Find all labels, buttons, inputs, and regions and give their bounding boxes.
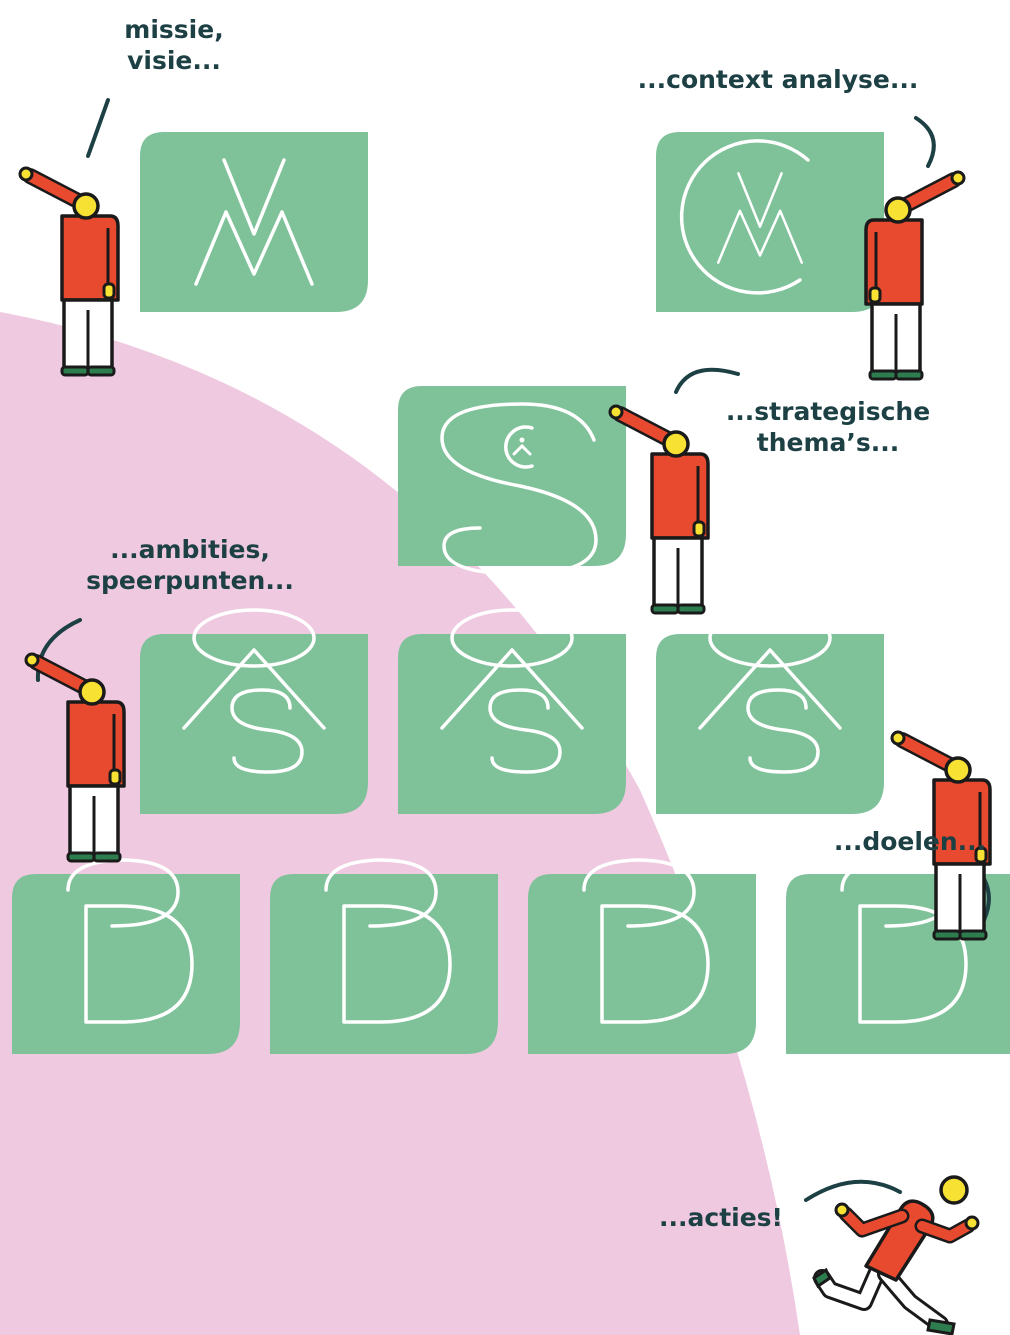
label-missie-visie: missie, visie...: [88, 14, 260, 76]
s-monogram-icon: [440, 402, 598, 576]
tile-doelen-3: [528, 858, 756, 1054]
label-line: speerpunten...: [86, 566, 294, 595]
speech-arc-strategisch: [674, 367, 740, 394]
label-strategische-themas: ...strategische thema’s...: [708, 396, 948, 458]
tile-ambities-3: [656, 608, 884, 814]
tile-ambities-1: [140, 608, 368, 814]
speech-arc-context: [914, 116, 936, 168]
speech-arc-acties: [804, 1179, 902, 1202]
tile-doelen-2: [270, 858, 498, 1054]
label-acties: ...acties!: [636, 1202, 806, 1233]
label-line: ...doelen...: [833, 827, 987, 856]
label-line: ...context analyse...: [637, 65, 919, 94]
speech-arc-missie: [86, 98, 110, 158]
label-line: visie...: [127, 46, 221, 75]
label-line: ...strategische: [725, 397, 931, 426]
label-line: thema’s...: [756, 428, 900, 457]
label-doelen: ...doelen...: [820, 826, 1000, 857]
label-line: ...acties!: [659, 1203, 783, 1232]
tile-doelen-1: [12, 858, 240, 1054]
label-context-analyse: ...context analyse...: [608, 64, 948, 95]
label-line: ...ambities,: [110, 535, 270, 564]
label-ambities-speerpunten: ...ambities, speerpunten...: [62, 534, 318, 596]
tile-strategische-themas: [398, 386, 626, 576]
running-figure-icon: [812, 1175, 980, 1335]
label-line: missie,: [124, 15, 224, 44]
tile-ambities-2: [398, 608, 626, 814]
tile-missie-visie: [140, 132, 368, 312]
background-blob: [0, 312, 800, 1335]
c-vm-monogram-icon: [679, 139, 810, 295]
tile-context-analyse: [656, 132, 884, 312]
speech-arc-ambities: [35, 618, 82, 682]
